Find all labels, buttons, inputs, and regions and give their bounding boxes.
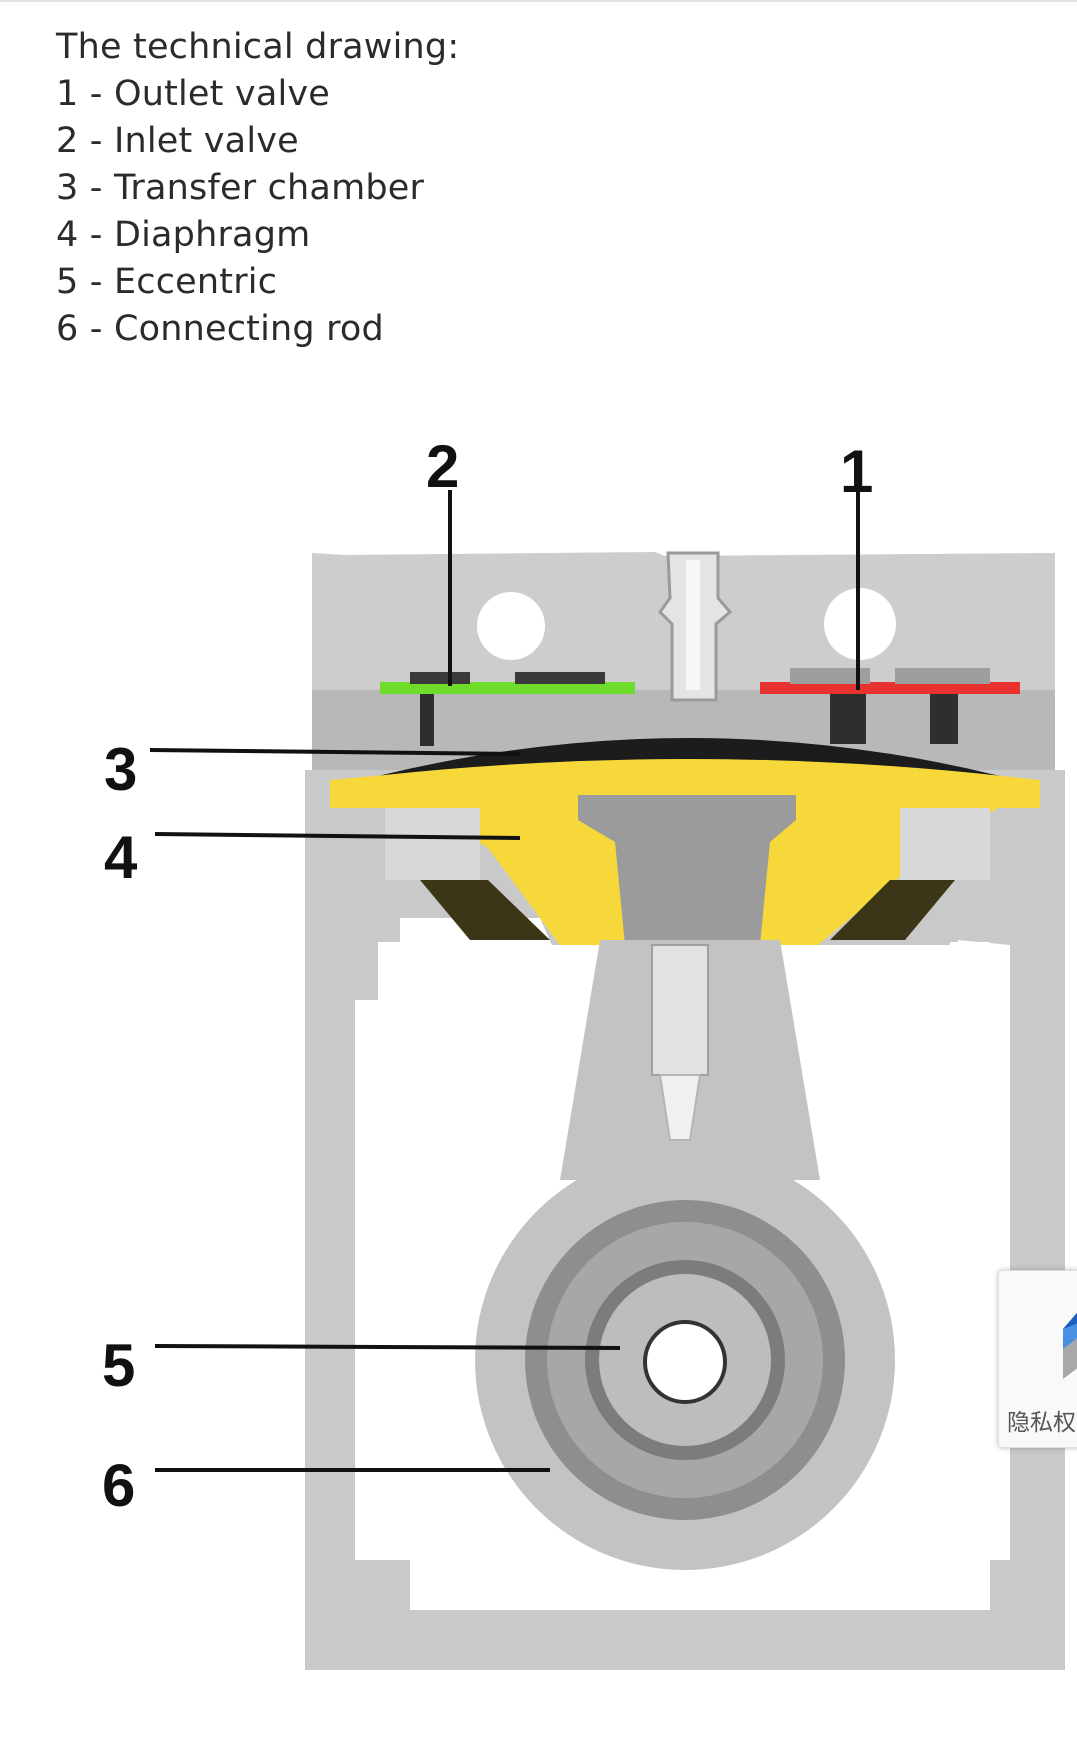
legend-item-diaphragm: 4 - Diaphragm xyxy=(56,215,311,255)
legend: The technical drawing: 1 - Outlet valve … xyxy=(56,24,459,353)
recaptcha-logo-icon xyxy=(1063,1312,1077,1379)
outlet-valve xyxy=(760,668,1020,744)
inlet-valve xyxy=(380,672,635,746)
diaphragm xyxy=(330,759,1040,945)
eccentric xyxy=(525,1200,845,1520)
legend-item-inlet-valve: 2 - Inlet valve xyxy=(56,121,299,161)
legend-item-transfer-chamber: 3 - Transfer chamber xyxy=(56,168,425,208)
callout-diaphragm: 4 xyxy=(104,824,138,891)
legend-item-eccentric: 5 - Eccentric xyxy=(56,262,278,302)
privacy-label[interactable]: 隐私权 xyxy=(1007,1410,1076,1436)
leader-line-transfer-chamber xyxy=(149,748,521,756)
legend-item-outlet-valve: 1 - Outlet valve xyxy=(56,74,331,114)
leader-line-eccentric xyxy=(154,1344,621,1350)
privacy-badge[interactable]: 隐私权 xyxy=(998,1270,1077,1448)
legend-item-connecting-rod: 6 - Connecting rod xyxy=(56,309,384,349)
eccentric-shaft-hole xyxy=(643,1320,727,1404)
callout-connecting-rod: 6 xyxy=(102,1452,135,1519)
inlet-port-hole xyxy=(477,592,545,660)
leader-line-diaphragm xyxy=(154,832,521,840)
callout-outlet-valve: 1 xyxy=(840,438,873,505)
legend-title: The technical drawing: xyxy=(56,27,460,67)
callout-transfer-chamber: 3 xyxy=(104,736,137,803)
top-divider xyxy=(0,0,1077,2)
pump-head xyxy=(312,551,1055,770)
leader-lines xyxy=(149,480,860,1472)
callout-eccentric: 5 xyxy=(102,1332,135,1399)
callout-inlet-valve: 2 xyxy=(426,433,459,500)
